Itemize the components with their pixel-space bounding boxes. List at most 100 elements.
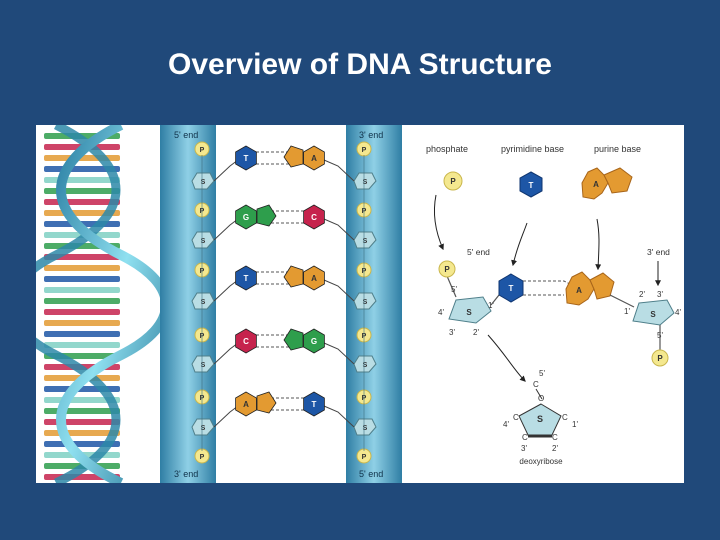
right-sugar-c2: 2' xyxy=(639,290,645,299)
svg-text:S: S xyxy=(466,308,472,317)
sugar-symbol: S xyxy=(201,238,206,245)
ladder-right-bottom-label: 5' end xyxy=(359,469,383,479)
svg-text:1': 1' xyxy=(572,420,578,429)
base-cytosine: C xyxy=(303,204,325,230)
helix-rungs xyxy=(44,133,120,480)
arrow-pyrimidine-down xyxy=(511,222,528,267)
sugar-symbol: S xyxy=(363,425,368,432)
left-sugar-c3: 3' xyxy=(449,328,455,337)
right-sugar-c4: 4' xyxy=(675,308,681,317)
glycosidic-bond xyxy=(323,218,355,241)
base-letter: G xyxy=(311,337,317,346)
hydrogen-bond xyxy=(256,210,306,224)
svg-text:A: A xyxy=(593,180,599,189)
base-letter: T xyxy=(312,400,317,409)
phosphate-symbol: P xyxy=(362,454,367,461)
hydrogen-bond xyxy=(256,397,306,411)
deoxyribose-label: deoxyribose xyxy=(519,457,563,466)
backbone-sugar: S xyxy=(353,292,377,310)
svg-text:3': 3' xyxy=(521,444,527,453)
base-adenine: A xyxy=(235,391,277,417)
svg-text:O: O xyxy=(538,394,544,403)
helix-rung xyxy=(44,309,120,315)
double-helix-illustration xyxy=(6,120,171,488)
backbone-sugar: S xyxy=(353,172,377,190)
base-letter: T xyxy=(244,154,249,163)
helix-rung xyxy=(44,177,120,183)
bond-sugar-to-t xyxy=(490,294,500,306)
helix-rung xyxy=(44,287,120,293)
nucleotide-phosphate: P xyxy=(438,260,457,298)
svg-text:C: C xyxy=(522,433,528,442)
svg-text:P: P xyxy=(450,177,456,186)
base-adenine: A xyxy=(283,265,325,291)
helix-rung xyxy=(44,408,120,414)
svg-text:5': 5' xyxy=(539,369,545,378)
backbone-phosphate: P xyxy=(356,141,372,157)
left-sugar-c5: 5' xyxy=(451,285,457,294)
arrow-phosphate-down xyxy=(433,194,444,251)
glycosidic-bond xyxy=(213,159,239,182)
glycosidic-bond xyxy=(323,159,355,182)
base-letter: A xyxy=(311,274,317,283)
phosphate-label: phosphate xyxy=(426,144,468,154)
helix-rung xyxy=(44,342,120,348)
sugar-symbol: S xyxy=(201,425,206,432)
base-letter: A xyxy=(311,154,317,163)
svg-text:C: C xyxy=(533,380,539,389)
nucleotide-phosphate-right: P xyxy=(651,325,669,367)
right-sugar-c3: 3' xyxy=(657,290,663,299)
base-cytosine: C xyxy=(235,328,257,354)
base-letter: T xyxy=(244,274,249,283)
sugar-symbol: S xyxy=(201,362,206,369)
right-sugar-c1: 1' xyxy=(624,307,630,316)
left-sugar-c2: 2' xyxy=(473,328,479,337)
slide-title: Overview of DNA Structure xyxy=(168,48,552,81)
svg-text:2': 2' xyxy=(552,444,558,453)
base-thymine: T xyxy=(235,145,257,171)
phosphate-symbol: P xyxy=(200,454,205,461)
glycosidic-bond xyxy=(213,405,239,428)
svg-text:S: S xyxy=(537,414,543,424)
sugar-symbol: S xyxy=(201,179,206,186)
phosphate-symbol: P xyxy=(362,147,367,154)
base-guanine: G xyxy=(283,328,325,354)
sugar-symbol: S xyxy=(363,299,368,306)
helix-rung xyxy=(44,419,120,425)
hydrogen-bonds-t-a xyxy=(523,280,573,296)
glycosidic-bond xyxy=(323,342,355,365)
backbone-sugar: S xyxy=(353,418,377,436)
helix-rung xyxy=(44,276,120,282)
base-letter: G xyxy=(243,213,249,222)
helix-rung xyxy=(44,331,120,337)
base-letter: C xyxy=(243,337,249,346)
base-thymine: T xyxy=(235,265,257,291)
glycosidic-bond xyxy=(213,342,239,365)
glycosidic-bond xyxy=(213,279,239,302)
svg-text:P: P xyxy=(444,265,450,274)
ladder-diagram: 5' end 3' end 3' end 5' end PPPPPPPPPPPP… xyxy=(160,125,402,483)
backbone-sugar: S xyxy=(353,355,377,373)
svg-text:4': 4' xyxy=(503,420,509,429)
ladder-rows: PPPPPPPPPPPPSSTASSGCSSTASSCGSSAT xyxy=(191,141,377,464)
deoxyribose-structure: 5' C O S C C C C 4' 1' 3' 2' deoxyribose xyxy=(503,369,578,466)
backbone-phosphate: P xyxy=(356,448,372,464)
sugar-symbol: S xyxy=(363,238,368,245)
glycosidic-bond xyxy=(323,279,355,302)
helix-rung xyxy=(44,265,120,271)
left-sugar: S xyxy=(448,296,492,324)
glycosidic-bond xyxy=(213,218,239,241)
dna-figure-svg: 5' end 3' end 3' end 5' end PPPPPPPPPPPP… xyxy=(6,120,681,488)
helix-rung xyxy=(44,320,120,326)
svg-text:T: T xyxy=(509,284,514,293)
arrow-purine-down xyxy=(595,218,602,271)
sugar-symbol: S xyxy=(363,179,368,186)
left-sugar-c4: 4' xyxy=(438,308,444,317)
phosphate-symbol: P xyxy=(200,147,205,154)
right-sugar: S xyxy=(632,299,675,326)
base-letter: A xyxy=(243,400,249,409)
right-end-label: 3' end xyxy=(647,247,670,257)
svg-text:P: P xyxy=(657,354,663,363)
sugar-symbol: S xyxy=(363,362,368,369)
phosphate-icon: P xyxy=(443,171,463,191)
